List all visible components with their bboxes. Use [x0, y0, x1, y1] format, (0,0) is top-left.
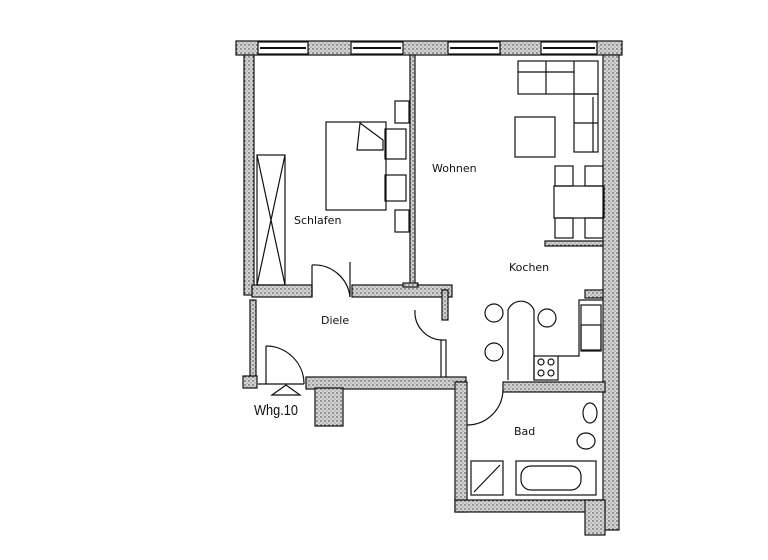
door-bad	[466, 389, 504, 426]
wardrobe	[256, 154, 286, 286]
kitchen-counter	[507, 299, 603, 381]
furniture	[256, 60, 605, 496]
window-3	[447, 41, 501, 55]
door-schlafen	[311, 262, 351, 298]
room-label-diele: Diele	[321, 314, 350, 327]
coffee-table	[514, 116, 556, 158]
bed	[325, 100, 410, 233]
walls	[235, 40, 623, 536]
door-kochen	[414, 309, 443, 341]
sofa	[517, 60, 599, 153]
room-label-kochen: Kochen	[509, 261, 550, 274]
window-4	[540, 41, 598, 55]
room-label-schlafen: Schlafen	[294, 214, 342, 227]
room-label-bad: Bad	[514, 425, 536, 438]
bathroom-fixtures	[470, 402, 598, 496]
door-entrance	[258, 345, 305, 385]
window-2	[350, 41, 404, 55]
unit-label: Whg.10	[254, 402, 298, 419]
entrance-marker-icon	[270, 384, 302, 396]
doors	[258, 262, 504, 426]
dining-table	[553, 165, 605, 239]
room-label-wohnen: Wohnen	[432, 162, 477, 175]
stools	[484, 303, 557, 362]
window-1	[257, 41, 309, 55]
